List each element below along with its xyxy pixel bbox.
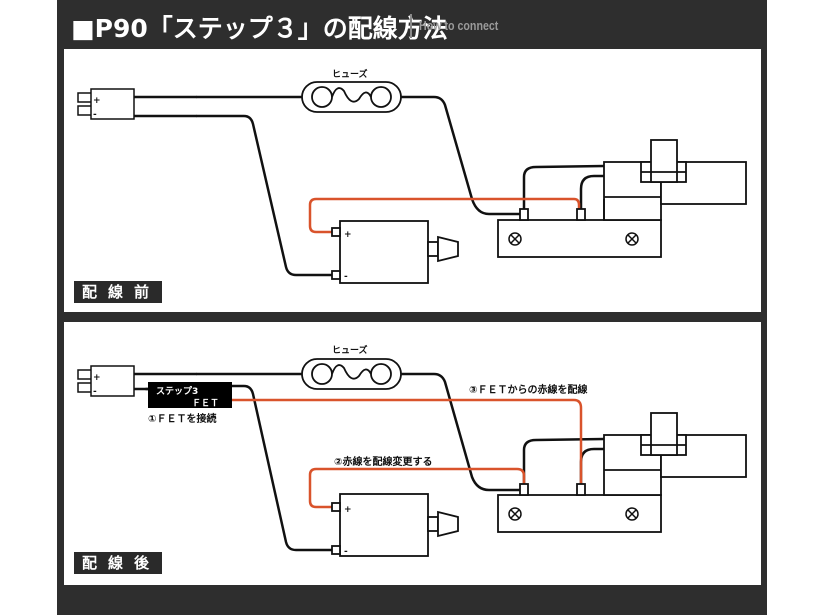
battery-connector: [77, 88, 135, 120]
fet-module-label-1: ステップ3: [156, 385, 198, 397]
switch-assembly: [497, 412, 747, 533]
wire-fet-to-box: [230, 384, 334, 552]
wire-switch-top: [522, 437, 606, 486]
wiring-diagram-before: + - ヒューズ + -: [77, 68, 747, 284]
step1-annotation: ①ＦＥＴを接続: [148, 412, 216, 425]
step3-annotation: ③ＦＥＴからの赤線を配線: [469, 383, 587, 396]
screw-icon: [508, 507, 639, 521]
screw-icon: [508, 232, 639, 246]
fuse-label: ヒューズ: [332, 344, 368, 356]
step2-annotation: ②赤線を配線変更する: [334, 455, 432, 468]
connector-plus-label: +: [93, 373, 101, 383]
connector-plus-label: +: [93, 96, 101, 106]
connector-minus-label: -: [93, 387, 97, 397]
box-plus-label: +: [344, 505, 352, 515]
page-subtitle: How to connect: [419, 18, 499, 33]
box-plus-label: +: [344, 230, 352, 240]
wire-switch-mid: [579, 174, 606, 211]
wire-minus-to-box: [195, 114, 334, 277]
fuse-icon: [301, 358, 402, 390]
box-minus-label: -: [344, 547, 348, 557]
fuse-label: ヒューズ: [332, 68, 368, 80]
control-box: [331, 220, 459, 284]
page-title: ■P90「ステップ３」の配線方法: [71, 14, 448, 43]
box-minus-label: -: [344, 272, 348, 282]
wire-red-from-fet: [232, 398, 583, 484]
stage-label-after: 配線後: [74, 552, 163, 574]
stage-label-before: 配線前: [74, 281, 163, 303]
control-box: [331, 493, 459, 557]
fet-module: [148, 382, 232, 408]
wire-fuse-to-switch: [397, 95, 526, 216]
wire-red-rerouted: [308, 467, 526, 509]
wire-switch-mid: [579, 447, 606, 486]
panel-before-wiring: + - ヒューズ + -: [64, 49, 761, 312]
wire-switch-top: [522, 164, 606, 211]
wire-red: [308, 197, 581, 234]
panel-after-wiring: + - ステップ3 ＦＥＴ ①ＦＥＴを接続 ヒューズ ③ＦＥＴからの赤線を配線 …: [64, 322, 761, 585]
battery-connector: [77, 365, 135, 397]
fet-module-label-2: ＦＥＴ: [192, 398, 219, 409]
title-separator: [410, 14, 412, 38]
header: ■P90「ステップ３」の配線方法 How to connect: [57, 0, 767, 48]
connector-minus-label: -: [93, 110, 97, 120]
wiring-diagram-after: + - ステップ3 ＦＥＴ ①ＦＥＴを接続 ヒューズ ③ＦＥＴからの赤線を配線 …: [77, 344, 747, 557]
wire-fuse-to-switch: [397, 372, 526, 492]
fuse-icon: [301, 81, 402, 113]
